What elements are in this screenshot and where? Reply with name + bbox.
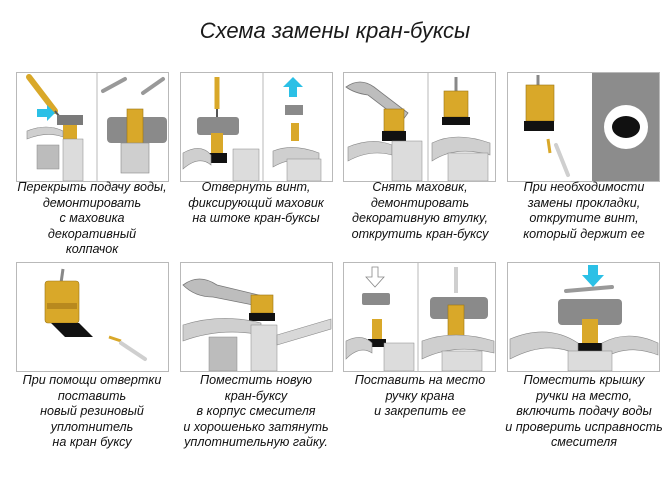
step-3-caption: Снять маховик, демонтировать декоративну…: [351, 180, 489, 241]
screw-icon: [108, 335, 122, 343]
step-6-caption: Поместить новую кран-буксу в корпус смес…: [183, 373, 329, 449]
crane-box-icon: [44, 268, 93, 337]
step-1-caption: Перекрыть подачу воды, демонтировать с м…: [17, 180, 167, 256]
step-5-caption: При помощи отвертки поставить новый рези…: [22, 373, 162, 449]
screwdriver-icon: [119, 341, 147, 361]
handle-icon: [509, 299, 659, 371]
handle-icon: [182, 117, 260, 181]
arrow-down-icon: [582, 265, 604, 287]
step-2-illustration: [180, 72, 333, 182]
diagram-title: Схема замены кран-буксы: [199, 18, 471, 43]
faucet-handle-icon: [101, 77, 167, 174]
step-6-illustration: [180, 262, 333, 372]
arrow-right-icon: [37, 105, 55, 121]
step-7-caption: Поставить на место ручку крана и закрепи…: [354, 373, 486, 418]
screwdriver-icon: [554, 143, 570, 177]
step-3-illustration: [343, 72, 496, 182]
handle-left-icon: [26, 115, 84, 181]
handle-icon: [421, 297, 495, 371]
step-1-illustration: [16, 72, 169, 182]
mixer-body-icon: [182, 318, 332, 371]
step-7-illustration: [343, 262, 496, 372]
gasket-icon: [604, 105, 648, 149]
step-4-caption: При необходимости замены прокладки, откр…: [523, 180, 645, 241]
handle-icon: [345, 293, 415, 371]
arrow-down-icon: [365, 266, 385, 288]
crane-box-icon: [431, 77, 491, 181]
removed-screw-icon: [272, 105, 322, 181]
wrench-icon: [345, 81, 423, 181]
step-8-illustration: [507, 262, 660, 372]
step-4-illustration: [507, 72, 660, 182]
crane-box-icon: [524, 75, 555, 154]
step-5-illustration: [16, 262, 169, 372]
arrow-up-icon: [283, 77, 303, 97]
step-8-caption: Поместить крышку ручки на место, включит…: [505, 373, 663, 449]
step-2-caption: Отвернуть винт, фиксирующий маховик на ш…: [188, 180, 324, 225]
wrench-icon: [182, 278, 275, 321]
cap-icon: [564, 285, 614, 293]
